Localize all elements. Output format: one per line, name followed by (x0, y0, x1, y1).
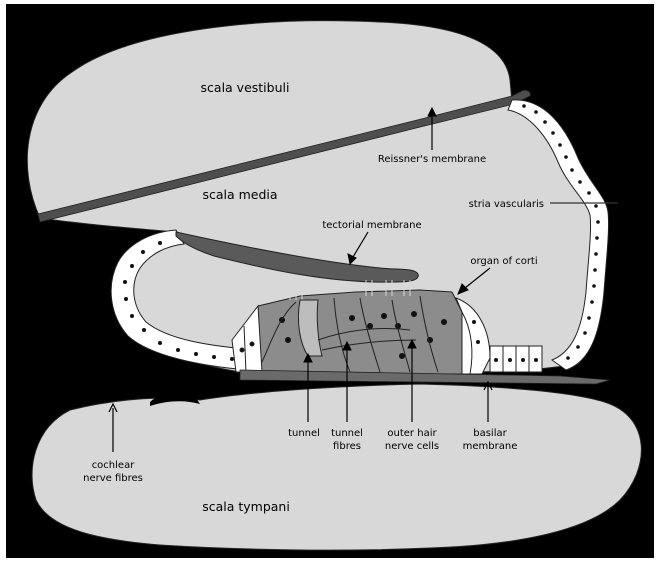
cochlear-label-line2: nerve fibres (83, 473, 143, 484)
basilar-label-line2: membrane (463, 441, 518, 452)
reissners-membrane-label: Reissner's membrane (378, 154, 486, 165)
tunnel-fibres-label-line1: tunnel (331, 428, 363, 439)
tunnel-fibres-label-line2: fibres (333, 441, 361, 452)
scala-vestibuli-label: scala vestibuli (201, 80, 290, 95)
basilar-label-line1: basilar (473, 428, 507, 439)
tectorial-membrane-label: tectorial membrane (322, 220, 421, 231)
cochlear-label-line1: cochlear (92, 460, 136, 471)
tunnel-label: tunnel (288, 428, 320, 439)
scala-tympani-label: scala tympani (202, 499, 290, 514)
stria-vascularis-label: stria vascularis (469, 199, 544, 210)
outer-hair-label-line2: nerve cells (385, 441, 439, 452)
organ-of-corti-label: organ of corti (470, 256, 537, 267)
outer-hair-label-line1: outer hair (387, 428, 437, 439)
scala-media-label: scala media (202, 187, 277, 202)
